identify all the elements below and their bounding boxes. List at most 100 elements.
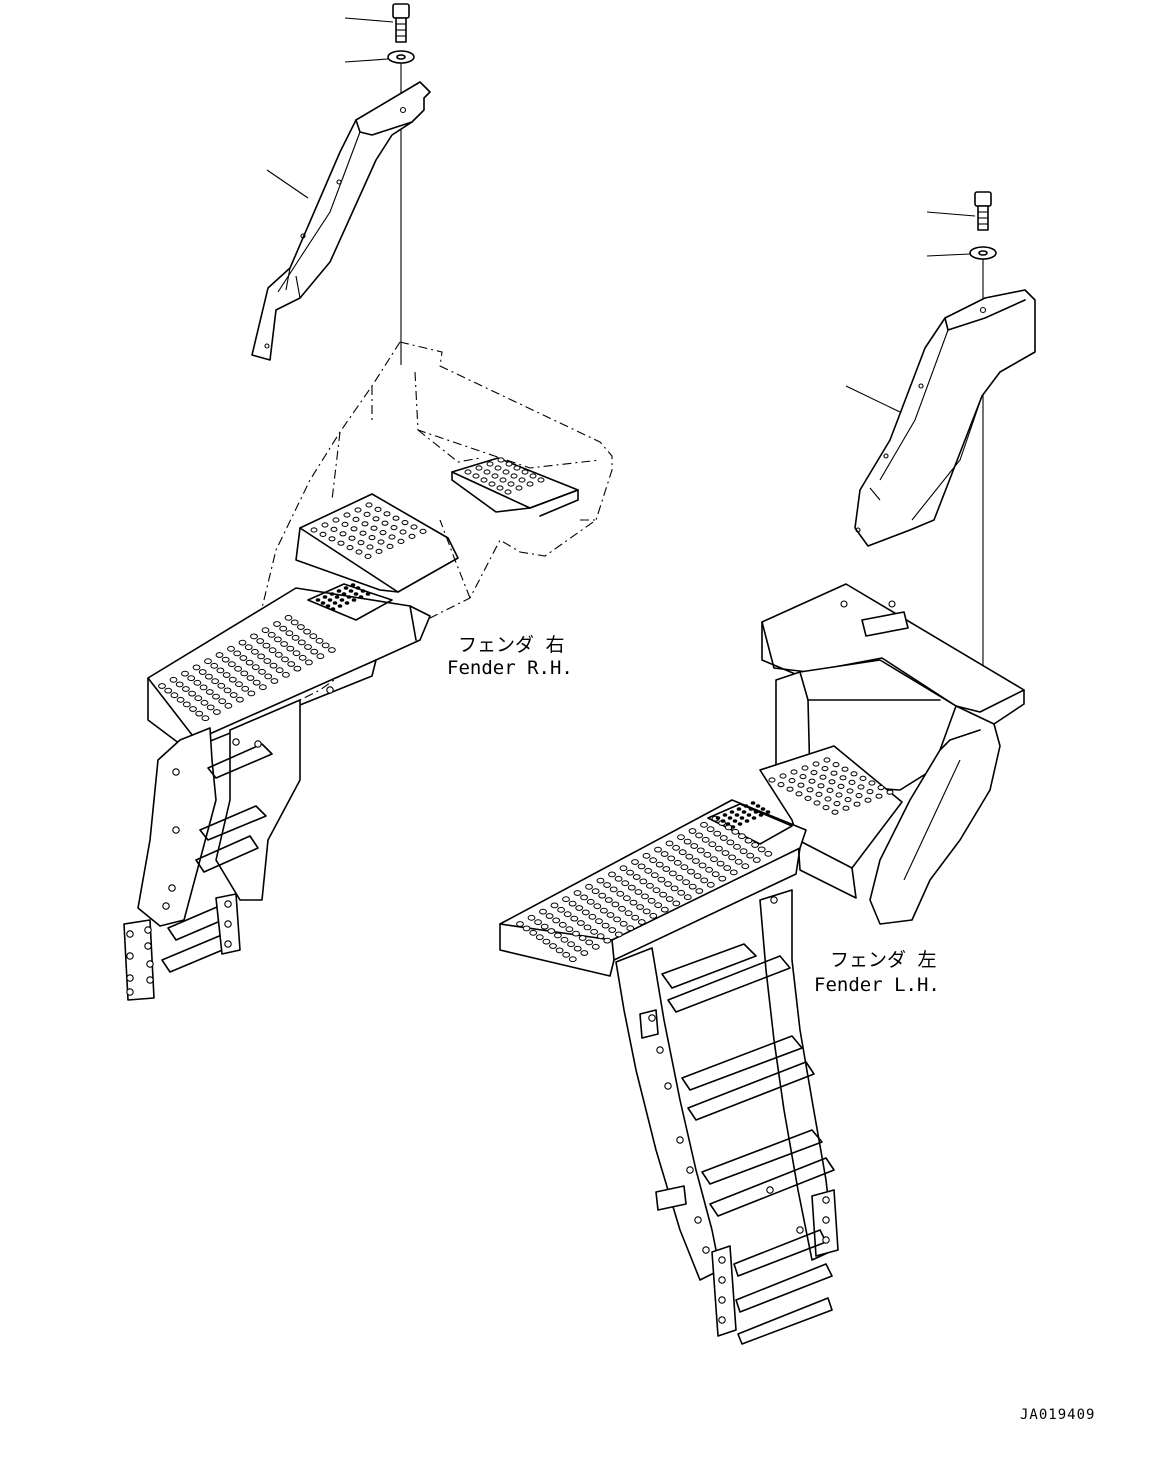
perforation-hole: [837, 783, 845, 790]
bolt-head: [146, 976, 154, 984]
perforation-hole: [175, 681, 184, 688]
perforation-hole: [499, 477, 507, 483]
bolt-head: [144, 926, 152, 934]
perforation-hole: [629, 899, 638, 906]
perforation-hole: [228, 661, 236, 668]
perforation-hole: [507, 481, 515, 487]
perforation-hole: [375, 548, 383, 555]
perforation-hole: [383, 511, 391, 517]
perforation-hole: [352, 516, 360, 523]
perforation-hole: [578, 935, 587, 941]
perforation-hole: [563, 911, 572, 918]
perforation-hole: [221, 656, 230, 663]
label-fender-rh-en: Fender R.H.: [447, 657, 573, 679]
perforation-hole: [522, 925, 531, 932]
perforation-hole: [680, 864, 689, 871]
perforation-hole: [292, 650, 301, 657]
perforation-hole: [683, 894, 692, 901]
washer-rh: [387, 50, 415, 64]
bolt-rh: [392, 3, 410, 43]
perforation-hole: [201, 715, 210, 722]
perforation-hole: [188, 690, 197, 697]
perforation-hole: [586, 898, 595, 905]
perforation-hole: [677, 889, 686, 896]
perforation-hole: [678, 849, 687, 856]
perforation-hole: [227, 645, 235, 652]
perforation-hole: [864, 797, 872, 803]
leader-bolt-lh: [926, 211, 976, 217]
fender-bracket-lh: [854, 289, 1036, 547]
perforation-hole: [777, 782, 785, 788]
perforation-hole: [199, 684, 208, 691]
perforation-hole: [654, 846, 662, 853]
perforation-hole: [475, 465, 483, 471]
perforation-hole: [269, 662, 278, 669]
perforation-hole: [739, 848, 748, 855]
perforation-hole: [555, 947, 564, 954]
leader-fender-lh: [845, 385, 901, 413]
perforation-hole: [263, 658, 272, 664]
perforation-hole: [690, 843, 699, 849]
perforation-hole: [626, 925, 635, 932]
perforation-hole: [357, 540, 365, 546]
perforation-hole: [613, 916, 621, 923]
perforation-hole: [583, 924, 592, 931]
perforation-hole: [842, 805, 850, 811]
perforation-hole: [562, 896, 570, 903]
perforation-hole: [715, 816, 721, 820]
perforation-hole: [565, 926, 574, 933]
bolt-head: [702, 1246, 710, 1254]
bolt-head: [172, 826, 180, 834]
perforation-hole: [560, 936, 569, 943]
perforation-hole: [703, 851, 712, 858]
perforation-hole: [752, 857, 761, 863]
perforation-hole: [189, 706, 197, 712]
perforation-hole: [731, 828, 740, 835]
perforation-hole: [513, 465, 521, 471]
perforation-hole: [614, 875, 623, 882]
perforation-hole: [665, 840, 674, 847]
perforation-hole: [649, 857, 657, 864]
perforation-hole: [316, 653, 325, 660]
perforation-hole: [164, 687, 173, 694]
bolt-head: [648, 1014, 656, 1022]
label-fender-lh-en: Fender L.H.: [814, 974, 940, 996]
housing-lh: [761, 583, 1025, 791]
perforation-hole: [262, 642, 271, 649]
perforation-hole: [726, 839, 735, 846]
bolt-head: [126, 952, 134, 960]
perforation-hole: [672, 844, 680, 851]
perforation-hole: [608, 927, 617, 933]
perforation-hole: [267, 631, 276, 638]
perforation-hole: [817, 783, 825, 789]
perforation-hole: [303, 628, 312, 635]
perforation-hole: [687, 868, 695, 875]
perforation-hole: [692, 858, 700, 864]
perforation-hole: [596, 877, 605, 884]
perforation-hole: [545, 913, 554, 919]
perforation-hole: [464, 469, 472, 475]
perforation-hole: [728, 854, 736, 861]
perforation-hole: [580, 950, 589, 956]
perforation-hole: [366, 544, 374, 550]
perforation-hole: [348, 535, 356, 541]
perforation-hole: [768, 777, 776, 783]
perforation-hole: [812, 761, 820, 767]
perforation-hole: [570, 915, 579, 922]
perforation-hole: [205, 673, 213, 680]
perforation-hole: [170, 692, 179, 699]
perforation-hole: [695, 832, 703, 839]
perforation-hole: [603, 882, 611, 888]
perforation-hole: [826, 787, 834, 794]
perforation-hole: [758, 813, 764, 817]
perforation-hole: [596, 933, 605, 940]
perforation-hole: [855, 793, 863, 799]
perforation-hole: [210, 662, 219, 669]
perforation-hole: [182, 686, 190, 692]
perforation-hole: [844, 797, 852, 803]
perforation-hole: [224, 702, 233, 709]
perforation-hole: [819, 774, 827, 780]
perforation-hole: [741, 810, 747, 814]
perforation-hole: [381, 520, 389, 526]
perforation-hole: [336, 589, 342, 593]
